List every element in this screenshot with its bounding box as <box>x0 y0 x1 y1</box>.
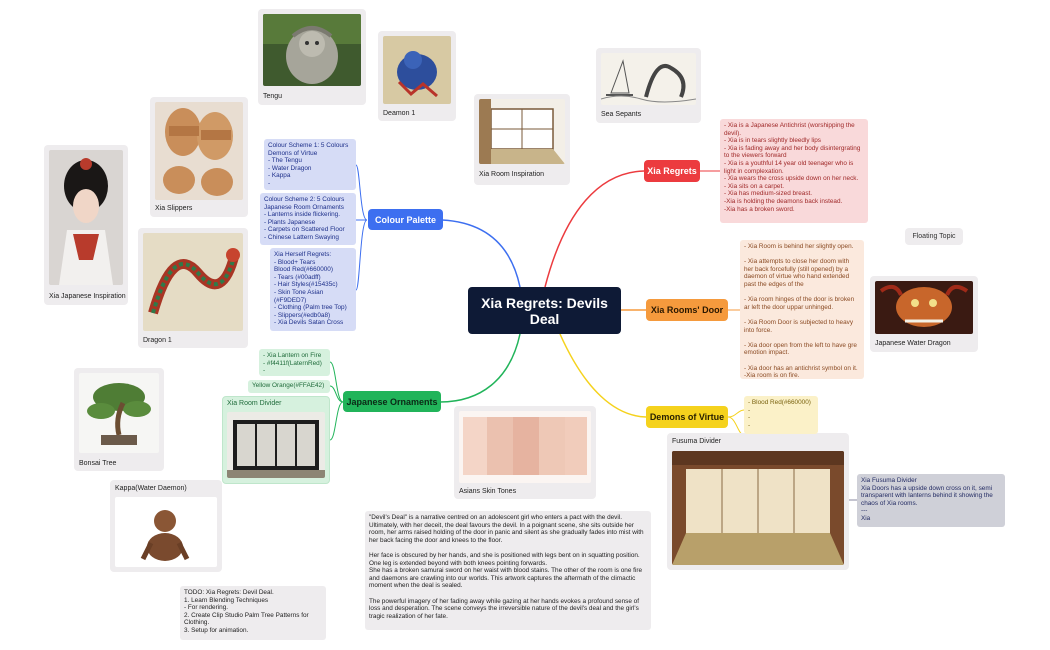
asian-skin-tones-caption: Asians Skin Tones <box>459 488 517 495</box>
water-dragon-image <box>875 281 973 334</box>
fusuma-divider-caption: Fusuma Divider <box>672 438 722 445</box>
deamon1-caption: Deamon 1 <box>383 110 416 117</box>
topic-japanese-ornaments[interactable]: Japanese Ornaments <box>343 391 441 412</box>
xia-japanese-inspiration-caption: Xia Japanese Inspiration <box>49 293 126 300</box>
japanese-girl-portrait-image <box>49 150 123 285</box>
bonsai-tree-caption: Bonsai Tree <box>79 460 117 467</box>
topic-colour-palette[interactable]: Colour Palette <box>368 209 443 230</box>
dragon-painting-image <box>143 233 243 331</box>
dragon1-card[interactable]: Dragon 1 <box>138 228 248 348</box>
tengu-image-card[interactable]: Tengu <box>258 9 366 105</box>
xia-slippers-card[interactable]: Xia Slippers <box>150 97 248 217</box>
tengu-statue-image <box>263 14 361 86</box>
xia-slippers-caption: Xia Slippers <box>155 205 193 212</box>
lantern-note[interactable]: - Xia Lantern on Fire - #f4411f(LaternRe… <box>259 349 330 376</box>
xia-room-divider-card[interactable]: Xia Room Divider <box>222 396 330 484</box>
asian-skin-tones-card[interactable]: Asians Skin Tones <box>454 406 596 499</box>
room-interior-image <box>479 99 565 164</box>
topic-xia-rooms-door[interactable]: Xia Rooms' Door <box>646 299 728 321</box>
tengu-caption: Tengu <box>263 93 283 100</box>
fusuma-divider-card[interactable]: Fusuma Divider <box>667 433 849 570</box>
yellow-orange-note[interactable]: Yellow Orange(#FFAE42) <box>248 380 330 393</box>
xia-herself-regrets-note[interactable]: Xia Herself Regrets: - Blood+ Tears Bloo… <box>270 248 356 331</box>
xia-room-divider-caption: Xia Room Divider <box>227 400 282 407</box>
room-divider-image <box>227 412 325 478</box>
xia-japanese-inspiration-card[interactable]: Xia Japanese Inspiration <box>44 145 128 305</box>
sea-serpents-image-card[interactable]: Sea Sepants <box>596 48 701 123</box>
bonsai-image <box>79 373 159 453</box>
japanese-water-dragon-caption: Japanese Water Dragon <box>875 340 951 347</box>
sea-serpents-caption: Sea Sepants <box>601 111 642 118</box>
deamon1-image-card[interactable]: Deamon 1 <box>378 31 456 121</box>
sea-serpents-sketch-image <box>601 53 696 105</box>
demons-details-note[interactable]: - Blood Red(#660000) - - - <box>744 396 818 434</box>
kappa-caption: Kappa(Water Daemon) <box>115 485 187 492</box>
colour-scheme-2-note[interactable]: Colour Scheme 2: 5 Colours Japanese Room… <box>260 193 356 245</box>
fusuma-room-image <box>672 451 844 565</box>
floating-topic[interactable]: Floating Topic <box>905 228 963 245</box>
dragon1-caption: Dragon 1 <box>143 337 172 344</box>
japanese-water-dragon-card[interactable]: Japanese Water Dragon <box>870 276 978 352</box>
deamon-painting-image <box>383 36 451 104</box>
xia-door-details-note[interactable]: - Xia Room is behind her slightly open. … <box>740 240 864 379</box>
bonsai-tree-card[interactable]: Bonsai Tree <box>74 368 164 471</box>
todo-note[interactable]: TODO: Xia Regrets: Devil Deal. 1. Learn … <box>180 586 326 640</box>
topic-xia-regrets[interactable]: Xia Regrets <box>644 160 700 182</box>
slippers-image <box>155 102 243 200</box>
topic-demons-of-virtue[interactable]: Demons of Virtue <box>646 406 728 428</box>
kappa-figurine-image <box>115 497 217 567</box>
fusuma-divider-note[interactable]: Xia Fusuma Divider Xia Doors has a upsid… <box>857 474 1005 527</box>
description-note[interactable]: "Devil's Deal" is a narrative centred on… <box>365 511 651 630</box>
xia-room-inspiration-card[interactable]: Xia Room Inspiration <box>474 94 570 185</box>
xia-regrets-details-note[interactable]: - Xia is a Japanese Antichrist (worshipp… <box>720 119 868 223</box>
colour-scheme-1-note[interactable]: Colour Scheme 1: 5 Colours Demons of Vir… <box>264 139 356 190</box>
kappa-card[interactable]: Kappa(Water Daemon) <box>110 480 222 572</box>
central-topic[interactable]: Xia Regrets: Devils Deal <box>468 287 621 334</box>
xia-room-inspiration-caption: Xia Room Inspiration <box>479 171 544 178</box>
skin-tone-swatches-image <box>459 411 591 483</box>
